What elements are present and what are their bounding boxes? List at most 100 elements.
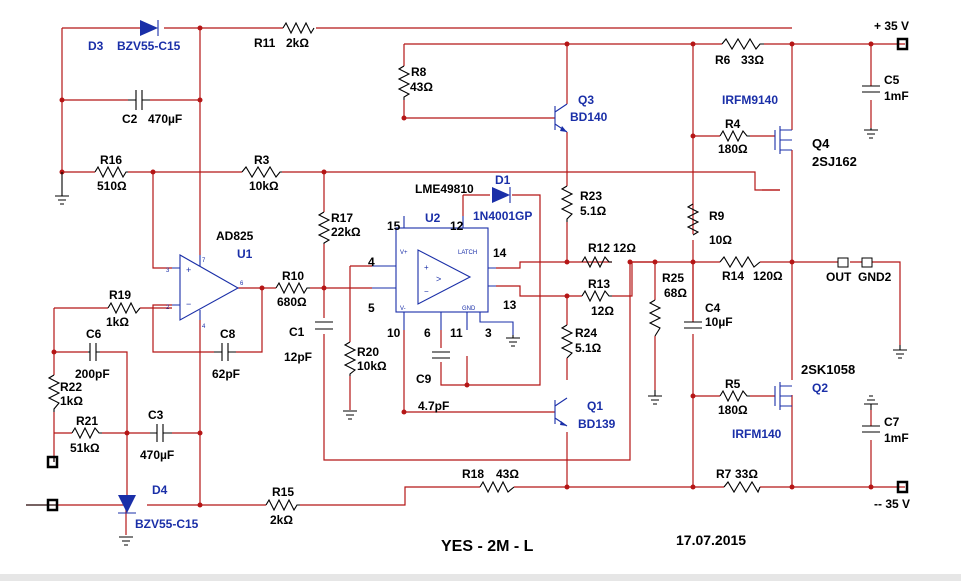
r13-symbol — [581, 289, 612, 303]
r19-ref: R19 — [109, 288, 131, 302]
u2-pin-12: 12 — [450, 219, 464, 233]
r12-value: 12Ω — [613, 241, 636, 255]
d1-value: 1N4001GP — [473, 209, 532, 223]
r25-value: 68Ω — [664, 286, 687, 300]
c8-value: 62pF — [212, 367, 240, 381]
r24-value: 5.1Ω — [575, 341, 602, 355]
r21-symbol — [71, 426, 102, 440]
r3-symbol — [241, 165, 282, 179]
q3-bjt-symbol — [554, 103, 568, 133]
supply-pos-label: + 35 V — [874, 19, 909, 33]
r9-value: 10Ω — [709, 233, 732, 247]
u2-ref: U2 — [425, 211, 441, 225]
ground-symbols — [55, 128, 907, 546]
r14-symbol — [719, 255, 761, 269]
r18-value: 43Ω — [496, 467, 519, 481]
r19-value: 1kΩ — [106, 315, 129, 329]
r11-ref: R11 — [254, 36, 276, 50]
r13-value: 12Ω — [591, 304, 614, 318]
q4-model: IRFM9140 — [722, 93, 778, 107]
u2-pin-13: 13 — [503, 298, 517, 312]
c7-ref: C7 — [884, 415, 900, 429]
svg-text:2: 2 — [166, 305, 170, 311]
c3-symbol — [150, 424, 172, 442]
svg-text:LATCH: LATCH — [458, 250, 477, 256]
r15-value: 2kΩ — [270, 513, 293, 527]
r8-symbol — [397, 65, 411, 100]
c7-value: 1mF — [884, 431, 909, 445]
u2-pin-6: 6 — [424, 326, 431, 340]
r25-ref: R25 — [662, 271, 684, 285]
c9-ref: C9 — [416, 372, 432, 386]
q3-value: BD140 — [570, 110, 608, 124]
u2-pin-5: 5 — [368, 301, 375, 315]
d3-symbol — [140, 20, 159, 36]
r9-symbol — [686, 203, 700, 236]
r23-value: 5.1Ω — [580, 204, 607, 218]
c6-symbol — [88, 343, 100, 361]
gnd2-terminal-label: GND2 — [858, 270, 892, 284]
r24-symbol — [560, 324, 574, 359]
svg-text:+: + — [186, 265, 191, 275]
r6-ref: R6 — [715, 53, 731, 67]
c8-ref: C8 — [220, 327, 236, 341]
r7-value: 33Ω — [735, 467, 758, 481]
c2-value: 470µF — [148, 112, 182, 126]
c8-symbol — [214, 343, 236, 361]
r15-ref: R15 — [272, 485, 294, 499]
r14-ref: R14 — [722, 269, 744, 283]
supply-labels: + 35 V -- 35 V OUT GND2 — [826, 19, 910, 511]
c4-ref: C4 — [705, 301, 721, 315]
svg-text:V-: V- — [400, 306, 406, 312]
c2-symbol — [128, 90, 150, 110]
r12-symbol — [581, 255, 612, 269]
r5-value: 180Ω — [718, 403, 748, 417]
u2-pin-15: 15 — [387, 219, 401, 233]
svg-text:>: > — [436, 274, 441, 284]
q2-model: IRFM140 — [732, 427, 782, 441]
r20-symbol — [343, 341, 357, 376]
d3-ref: D3 — [88, 39, 104, 53]
r13-ref: R13 — [588, 277, 610, 291]
d1-ref: D1 — [495, 173, 511, 187]
supply-neg-label: -- 35 V — [874, 497, 910, 511]
r22-symbol — [47, 374, 61, 412]
r6-value: 33Ω — [741, 53, 764, 67]
svg-text:3: 3 — [166, 268, 170, 274]
r7-symbol — [723, 480, 761, 494]
r3-value: 10kΩ — [249, 179, 279, 193]
r16-symbol — [94, 165, 128, 179]
r17-value: 22kΩ — [331, 225, 361, 239]
c1-value: 12pF — [284, 350, 312, 364]
c9-symbol — [432, 351, 450, 359]
r10-ref: R10 — [282, 269, 304, 283]
c9-value: 4.7pF — [418, 399, 449, 413]
r3-ref: R3 — [254, 153, 270, 167]
r4-ref: R4 — [725, 117, 741, 131]
q4-ref: Q4 — [812, 136, 830, 151]
r24-ref: R24 — [575, 326, 597, 340]
r6-symbol — [721, 37, 764, 51]
q2-mosfet-symbol — [774, 382, 792, 410]
q1-ref: Q1 — [587, 399, 603, 413]
c5-value: 1mF — [884, 89, 909, 103]
r7-ref: R7 — [716, 467, 732, 481]
r8-value: 43Ω — [410, 80, 433, 94]
d1-symbol — [492, 187, 511, 203]
terminals — [26, 37, 909, 512]
r4-symbol — [719, 129, 750, 143]
q2-value: 2SK1058 — [801, 362, 855, 377]
r21-ref: R21 — [76, 414, 98, 428]
q4-value: 2SJ162 — [812, 154, 857, 169]
r18-symbol — [479, 480, 515, 494]
d4-symbol — [118, 495, 136, 514]
q2-ref: Q2 — [812, 381, 828, 395]
c5-ref: C5 — [884, 73, 900, 87]
d3-value: BZV55-C15 — [117, 39, 181, 53]
q4-mosfet-symbol — [774, 126, 792, 154]
r11-value: 2kΩ — [286, 36, 309, 50]
q1-value: BD139 — [578, 417, 616, 431]
u1-type: AD825 — [216, 229, 254, 243]
r15-symbol — [265, 498, 300, 512]
